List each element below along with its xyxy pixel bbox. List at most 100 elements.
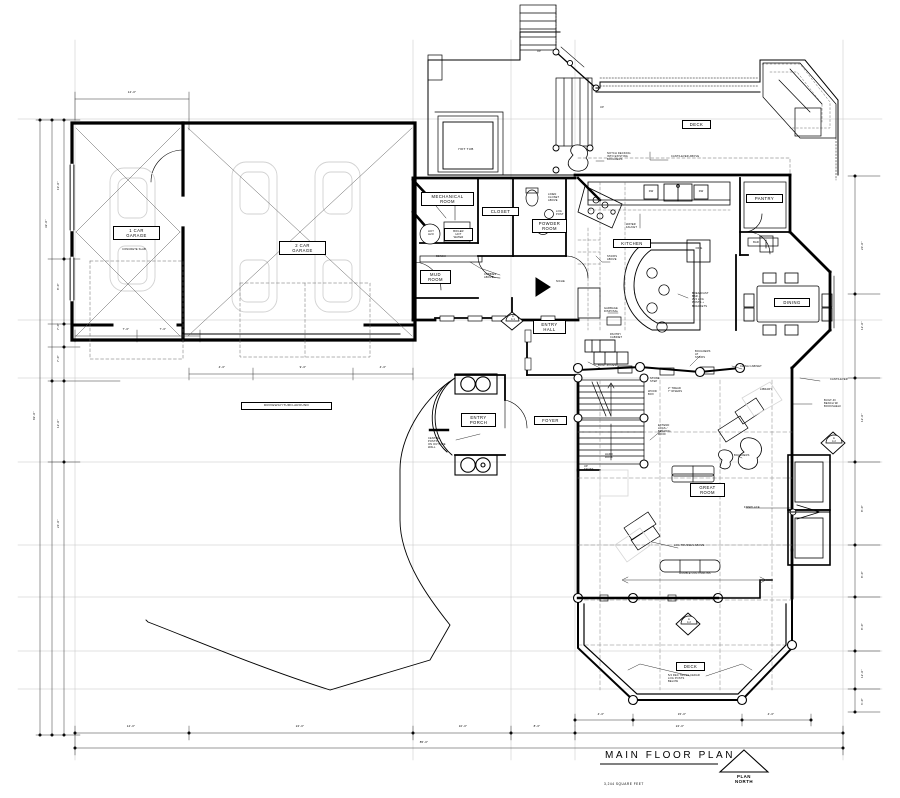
annotation-bar: BAR [753,241,759,244]
dimension-bottom-2: 10'-0" [458,724,468,728]
dimension-garage-3: 9'-0" [299,365,307,369]
dimension-deck-0: 4'-0" [597,712,605,716]
garage-door-swing [150,149,184,183]
annotation-cantilever-above: CANTILEVER ABOVE [671,155,700,158]
section-marker-hall-text: A 4.1 [510,315,516,321]
garage-slab-dashed [89,260,371,360]
annotation-fireplace: FIREPLACE [744,506,760,509]
room-name: DECK [689,122,704,127]
doors-windows [412,231,771,371]
room-label-kitchen: KITCHEN [613,239,651,249]
room-label-mechanical-room: MECHANICAL ROOM [421,192,474,207]
room-label-closet: CLOSET [482,207,519,217]
pantry-bar [743,181,787,253]
annotation-log-post: LOG POST [556,210,564,217]
room-name: CLOSET [490,209,511,214]
annotation-stairs-above: STAIRS ABOVE [607,255,618,262]
annotation-frig: FRIG [695,247,703,250]
dimension-garage-0: 7'-0" [122,327,130,331]
room-label-great-room: GREAT ROOM [690,483,725,498]
kitchen-fixtures [576,176,731,365]
dimension-right-4: 8'-0" [860,571,864,578]
dimension-bottom-1: 24'-0" [295,724,305,728]
room-name: GREAT ROOM [699,485,716,496]
dimension-deck-2: 4'-0" [767,712,775,716]
dimension-garage-2: 4'-0" [218,365,226,369]
room-sub-one-car-garage: CONCRETE SLAB [122,248,146,251]
dimension-left-5: 82'-0" [32,411,36,420]
room-label-deck-lower: DECK [676,662,705,672]
room-name: 1 CAR GARAGE [126,228,147,239]
dimension-right-3: 8'-0" [860,505,864,512]
room-name: MECHANICAL ROOM [431,194,464,205]
annotation-pantry-cabinet: PANTRY CABINET [610,333,623,340]
annotation-water-faucet: WATER FAUCET [626,223,638,230]
dimension-lines [35,91,881,756]
house-exterior-walls [411,173,832,701]
annotation-up-truss: UP TRUSS [584,465,594,472]
dimension-right-0: 23'-0" [860,241,864,250]
room-label-hot-tub: HOT TUB [458,147,474,151]
deck-lower-note: 5/4 REC TRUSS CEDAR LOG POSTS BELOW [668,674,700,684]
room-label-foyer: FOYER [534,416,567,426]
north-label-line2: NORTH [734,779,754,785]
entry-porch [428,373,528,476]
annotation-dishwasher-left: DW [648,190,654,193]
dining-furniture [743,234,835,366]
mud-room-bench [419,255,483,263]
room-name: 2 CAR GARAGE [292,243,313,254]
room-name: ENTRY PORCH [469,415,488,426]
annotation-hot-water-tank: HOT H2O [428,230,434,237]
dimension-right-1: 12'-0" [860,321,864,330]
room-label-entry-porch: ENTRY PORCH [461,413,496,428]
hot-tub-deck [427,4,600,176]
room-label-pantry: PANTRY [746,194,783,204]
room-name: PANTRY [754,196,775,201]
annotation-extend-logs: EXTEND LOGS / BEARING ROOF [658,424,671,437]
room-label-two-car-garage: 2 CAR GARAGE [279,241,326,256]
title-underline [600,763,718,765]
room-label-entry-hall: ENTRY HALL [533,320,566,335]
upper-deck [577,59,839,233]
dimension-bottom-3: 8'-0" [533,724,541,728]
annotation-double-log-purlins: DOUBLE LOG PURLINS [679,572,711,575]
niche-arrow [535,277,551,297]
annotation-notch-decking: NOTCH DECKING INTO EXISTING BOULDERS [607,152,631,162]
dimension-left-0: 19'-0" [56,181,60,190]
dimension-garage-1: 7'-0" [159,327,167,331]
section-markers [500,311,846,636]
annotation-tread-risers: 2" TREAD 7" RISERS [668,387,683,394]
dimension-bottom-0: 14'-0" [126,724,136,728]
room-name: DECK [683,664,698,669]
room-label-deck-upper: DECK [682,120,711,130]
log-railing [572,361,746,378]
annotation-stone-step: STONE STEP [650,377,660,384]
annotation-cantilever: CANTILEVER [830,378,848,381]
dimension-right-6: 12'-0" [860,669,864,678]
annotation-built-in-desk: BUILT-IN DESK [598,364,619,367]
annotation-built-in-bench: BUILT-IN BENCH W/ BOOKSHELF [824,399,842,409]
annotation-niche: NICHE [556,280,565,283]
north-label: PLAN NORTH [718,774,770,784]
dimension-left-2: 8'-0" [56,283,60,290]
garage-x-marks [75,127,413,337]
dimension-bottom-4: 24'-0" [675,724,685,728]
dimension-ticks [38,118,857,750]
room-label-one-car-garage: 1 CAR GARAGE [113,226,160,241]
area-note: 3,244 SQUARE FEET [604,782,644,786]
annotation-cubbies-above: CUBBIES ABOVE [484,273,497,280]
room-name: KITCHEN [621,241,643,246]
room-label-mud-room: MUD ROOM [420,270,451,285]
annotation-breakfast-bar: BREAKFAST BAR - W/4 LOG POSTS + BRACKETS [692,292,709,308]
annotation-china-cabinet: CHINA CABINET [740,365,762,368]
section-marker-right-text: A 4.2 [831,437,837,443]
room-name: ENTRY HALL [541,322,558,333]
annotation-center-posts: CENTER POSTS ON OUTSIDE WALL [428,437,446,450]
north-arrow-icon [718,749,770,773]
annotation-hard-roof: HARD ROOF [605,453,614,460]
dimension-left-6: 12'-0" [56,419,60,428]
dimension-left-7: 21'-0" [56,519,60,528]
annotation-bench-mud: BENCH [436,255,446,258]
